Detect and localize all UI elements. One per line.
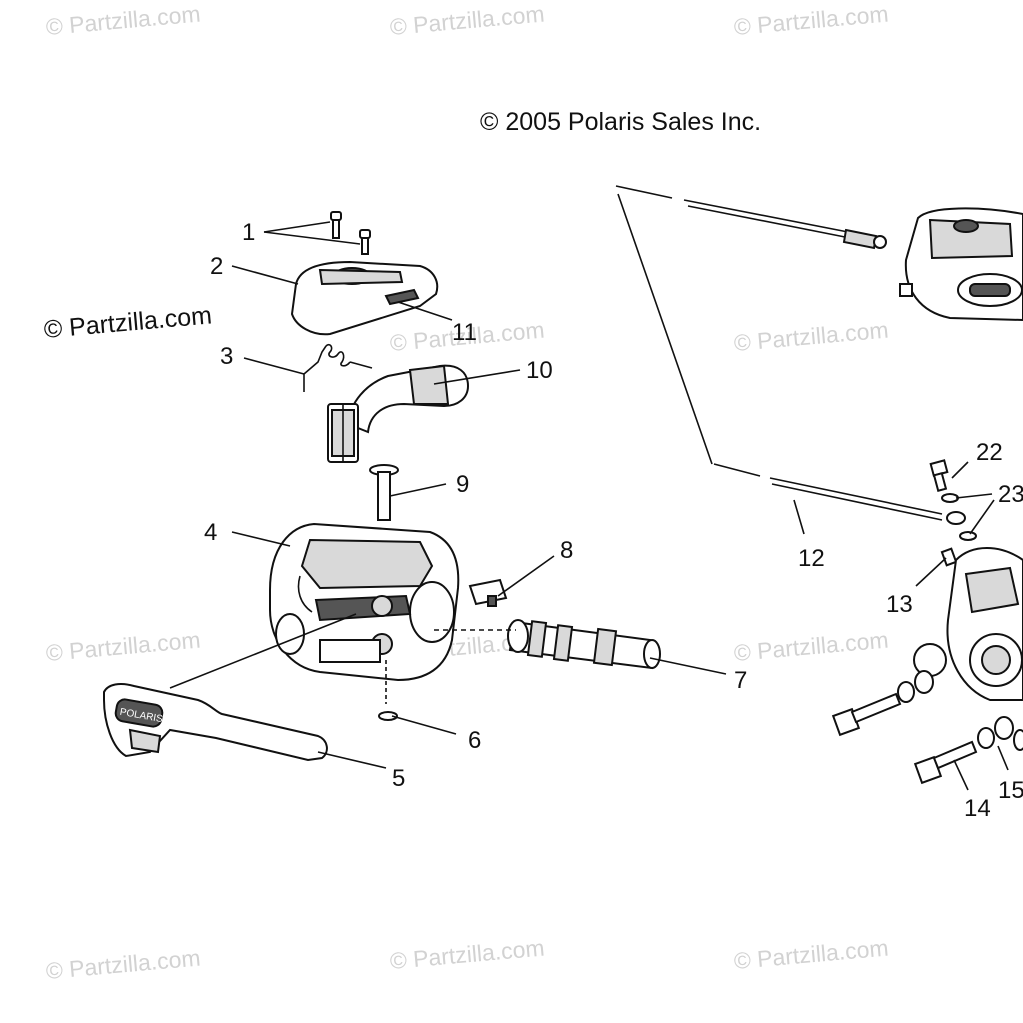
- callout-12: 12: [798, 545, 825, 572]
- callout-23: 23: [998, 481, 1023, 508]
- screw-part-1: [330, 211, 371, 255]
- callout-5: 5: [392, 765, 405, 792]
- callout-22: 22: [976, 439, 1003, 466]
- callout-14: 14: [964, 795, 991, 822]
- brake-hose-part-12: [615, 185, 966, 525]
- callout-labels: 1 2 3 4 5 6 7 8 9 10 11 12 13 14 15 22 2…: [204, 219, 1023, 822]
- callout-4: 4: [204, 519, 217, 546]
- grip-tube-part-7: [507, 619, 661, 670]
- copyright-notice: © 2005 Polaris Sales Inc.: [480, 108, 762, 136]
- callout-9: 9: [456, 471, 469, 498]
- master-cylinder-assembly: [899, 207, 1023, 322]
- callout-1: 1: [242, 219, 255, 246]
- bleeder-part-13: [940, 547, 958, 567]
- callout-leaders: [231, 221, 1009, 791]
- callout-7: 7: [734, 667, 747, 694]
- brake-lever-part-5: POLARIS: [103, 683, 328, 762]
- caliper-assembly: [913, 547, 1023, 701]
- banjo-bolt-part-22: [929, 459, 949, 492]
- callout-2: 2: [210, 253, 223, 280]
- callout-6: 6: [468, 727, 481, 754]
- housing-part-4: [269, 522, 460, 682]
- spring-part-3: [303, 343, 373, 392]
- switch-part-8: [468, 578, 508, 607]
- callout-8: 8: [560, 537, 573, 564]
- caliper-bolt-part-14: [913, 716, 1023, 785]
- clip-part-6: [378, 660, 398, 721]
- washer-part-23: [941, 493, 977, 541]
- cover-part-2: [290, 260, 439, 336]
- callout-15: 15: [998, 777, 1023, 804]
- throttle-lever-part-10: [327, 364, 470, 463]
- callout-11: 11: [452, 319, 477, 346]
- pin-part-9: [369, 464, 399, 521]
- callout-10: 10: [526, 357, 553, 384]
- callout-3: 3: [220, 343, 233, 370]
- caliper-bolt-upper: [831, 670, 934, 737]
- callout-13: 13: [886, 591, 913, 618]
